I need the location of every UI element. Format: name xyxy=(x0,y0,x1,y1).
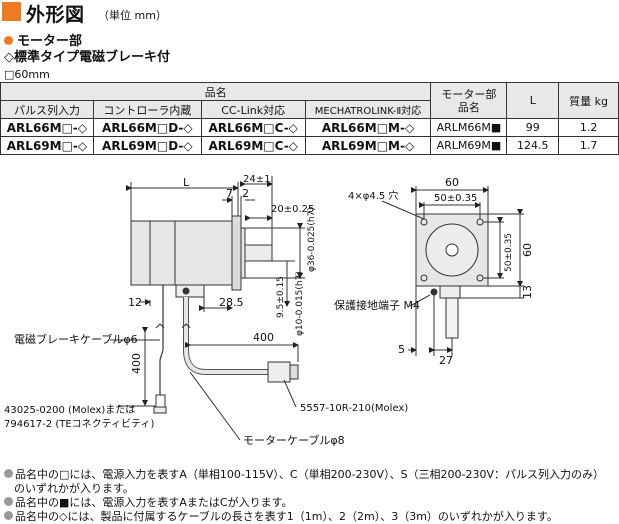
dim-400-vertical: 400 xyxy=(130,353,143,374)
dim-400-horizontal: 400 xyxy=(253,331,274,344)
header-motor-name: モーター部品名 xyxy=(430,82,508,119)
page-title: 外形図 xyxy=(26,4,85,26)
table-row: ARL66M□-◇ ARL66M□D-◇ ARL66M□C-◇ ARL66M□M… xyxy=(0,118,619,137)
holes-label: 4×φ4.5 穴 xyxy=(348,189,398,202)
unit-label: （単位 mm） xyxy=(98,9,167,22)
motor-shaft xyxy=(244,244,273,262)
dim-l: L xyxy=(183,176,190,189)
dim-phi10: φ10-0.015(h7) xyxy=(295,271,305,336)
title-marker xyxy=(2,2,21,21)
spec-table: 品名 モーター部品名 L 質量 kg パルス列入力 コントローラ内蔵 CC-Li… xyxy=(0,82,619,155)
dim-13: 13 xyxy=(521,285,534,299)
front-view-labels: 60 50±0.35 4×φ4.5 穴 50±0.35 60 保護接地端子 M4… xyxy=(334,176,534,367)
dim-28-5: 28.5 xyxy=(219,296,244,309)
dim-9-5: 9.5±0.15 xyxy=(276,276,286,318)
section-size: □60mm xyxy=(4,68,50,81)
brake-cable-label: 電磁ブレーキケーブルφ6 xyxy=(14,332,138,346)
dim-27: 27 xyxy=(439,354,453,367)
note-bullet xyxy=(4,469,13,478)
side-view xyxy=(110,176,305,441)
connector-left-label-1: 43025-0200 (Molex)または xyxy=(4,404,135,416)
dim-24: 24±1 xyxy=(243,174,270,185)
front-view xyxy=(381,186,524,356)
ground-terminal-label: 保護接地端子 M4 xyxy=(334,298,420,312)
header-mechatrolink: MECHATROLINK-Ⅱ対応 xyxy=(304,100,432,119)
note-3: 品名中の◇には、製品に付属するケーブルの長さを表す1（1m）、2（2m）、3（3… xyxy=(4,508,558,524)
dim-20: 20±0.25 xyxy=(271,204,314,215)
dim-2: 2 xyxy=(242,187,249,200)
dim-50-horizontal: 50±0.35 xyxy=(434,193,477,204)
header-l: L xyxy=(506,82,560,119)
bullet-dot xyxy=(4,36,13,45)
dim-7: 7 xyxy=(226,187,233,200)
motor-flange xyxy=(231,215,242,291)
section-variant: ◇標準タイプ電磁ブレーキ付 xyxy=(4,50,170,65)
motor-body xyxy=(130,220,239,286)
side-view-labels: L 24±1 7 2 20±0.25 φ36-0.025(h7) 12 28.5… xyxy=(4,174,408,447)
connector-right-label: 5557-10R-210(Molex) xyxy=(300,403,408,414)
note-bullet xyxy=(4,497,13,506)
dim-50-vertical: 50±0.35 xyxy=(504,233,514,272)
dim-5: 5 xyxy=(398,343,405,356)
section-part: モーター部 xyxy=(4,30,82,49)
dim-60-horizontal: 60 xyxy=(445,176,459,189)
table-row: ARL69M□-◇ ARL69M□D-◇ ARL69M□C-◇ ARL69M□M… xyxy=(0,136,619,155)
note-1: 品名中の□には、電源入力を表すA（単相100-115V）、C（単相200-230… xyxy=(4,466,604,482)
header-cclink: CC-Link対応 xyxy=(200,100,306,119)
header-controller: コントローラ内蔵 xyxy=(92,100,202,119)
dim-12: 12 xyxy=(128,296,142,309)
connector-left-label-2: 794617-2 (TEコネクティビティ) xyxy=(4,418,154,430)
dim-phi36: φ36-0.025(h7) xyxy=(307,207,317,272)
header-pulse: パルス列入力 xyxy=(0,100,94,119)
note-1-cont: のいずれかが入ります。 xyxy=(14,482,134,495)
note-2: 品名中の■には、電源入力を表すAまたはCが入ります。 xyxy=(4,494,293,510)
motor-cable-label: モーターケーブルφ8 xyxy=(243,433,345,447)
dim-60-vertical: 60 xyxy=(521,243,534,257)
note-bullet xyxy=(4,511,13,520)
